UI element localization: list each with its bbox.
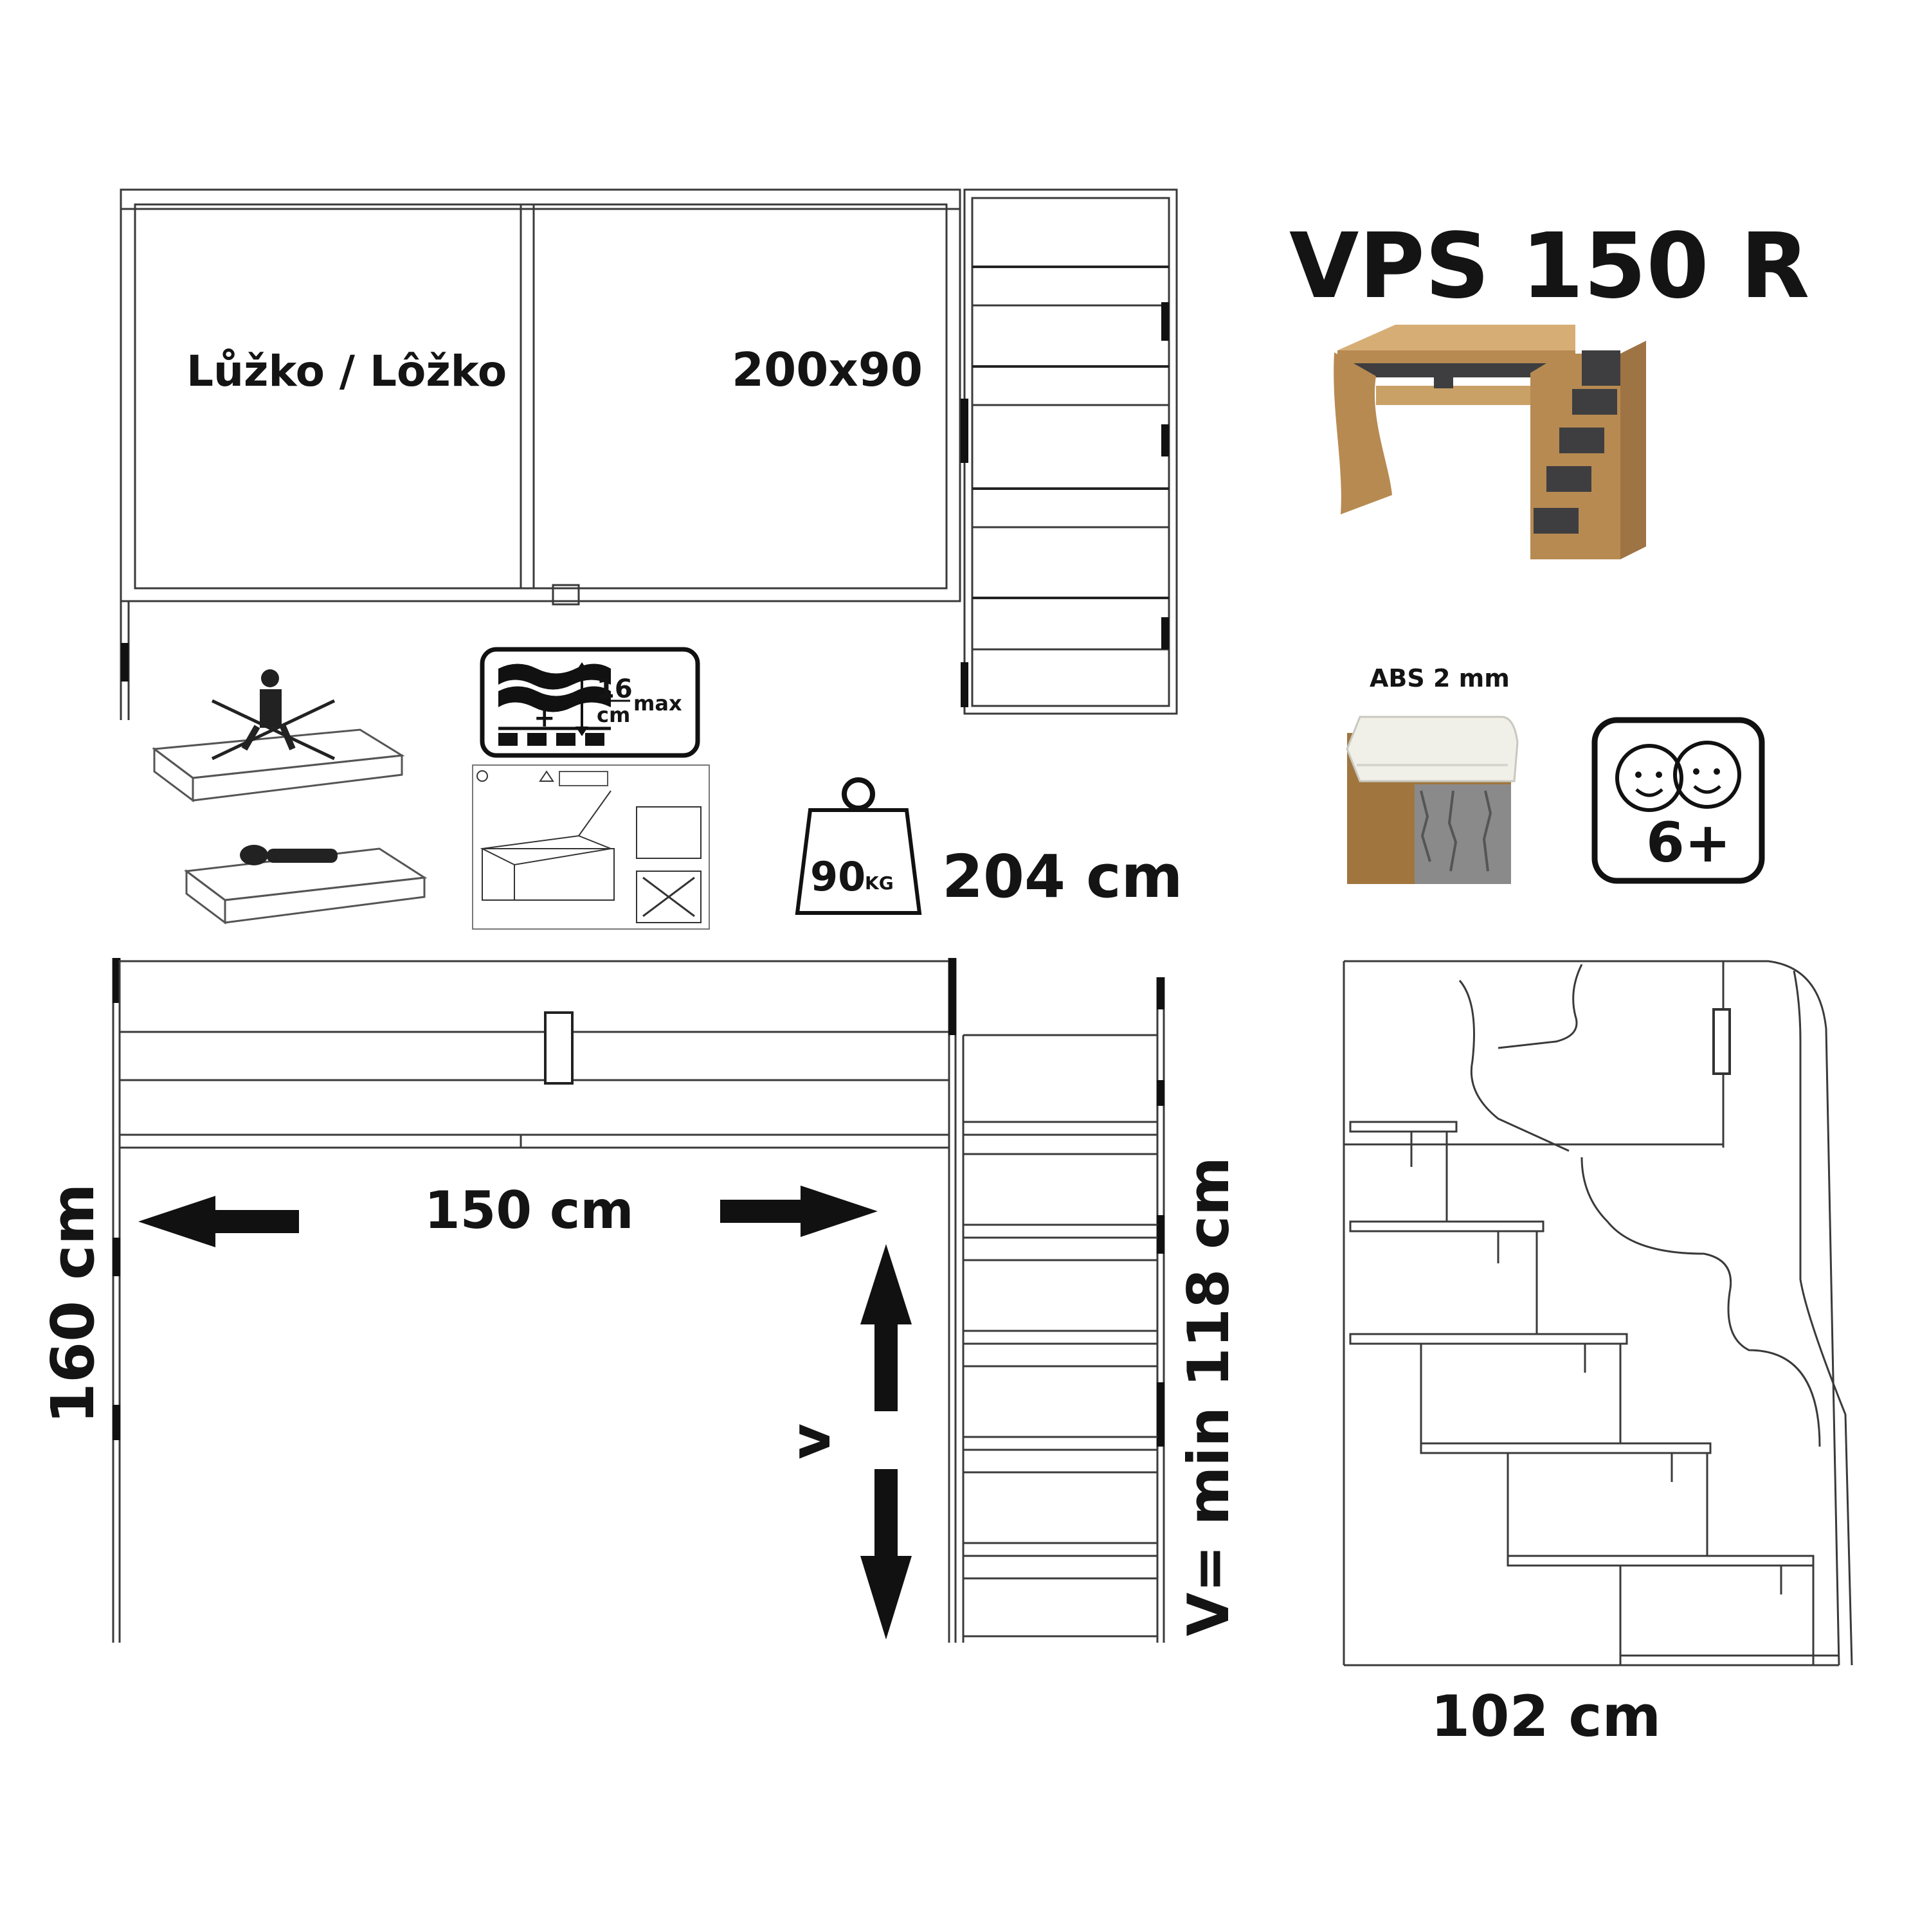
weight-icon bbox=[795, 777, 922, 915]
svg-text:+: + bbox=[534, 703, 556, 733]
mattress-height-value: 16 bbox=[597, 674, 633, 704]
abs-edge-sample bbox=[1346, 716, 1519, 884]
product-render bbox=[1334, 325, 1646, 559]
no-jumping-icon bbox=[151, 669, 405, 802]
total-length-label: 204 cm bbox=[942, 842, 1182, 911]
bed-label: Lůžko / Lôžko bbox=[186, 347, 507, 396]
clearance-label: V= min 118 cm bbox=[1175, 1157, 1242, 1636]
age-6plus-icon bbox=[1591, 717, 1765, 884]
mattress-height-icon: + bbox=[480, 647, 700, 758]
lying-person-icon bbox=[184, 845, 428, 925]
weight-value: 90 bbox=[810, 853, 865, 900]
mattress-max-label: max bbox=[633, 691, 682, 716]
model-title: VPS 150 R bbox=[1289, 214, 1809, 319]
clearance-arrows bbox=[860, 1244, 912, 1639]
safety-instruction-sheet bbox=[472, 764, 710, 930]
depth-label: 102 cm bbox=[1431, 1683, 1661, 1749]
inner-width-label: 150 cm bbox=[424, 1180, 634, 1240]
bed-size: 200x90 bbox=[732, 343, 923, 397]
top-view-drawing bbox=[120, 188, 1178, 720]
height-label: 160 cm bbox=[39, 1184, 107, 1424]
age-label: 6+ bbox=[1646, 811, 1731, 875]
weight-unit: KG bbox=[865, 872, 894, 894]
v-marker: v bbox=[779, 1423, 843, 1459]
width-arrows bbox=[138, 1186, 878, 1247]
front-view-drawing bbox=[112, 958, 1165, 1643]
mattress-height-unit: cm bbox=[597, 703, 630, 727]
side-view-drawing bbox=[1343, 960, 1853, 1666]
abs-edge-label: ABS 2 mm bbox=[1370, 664, 1510, 692]
